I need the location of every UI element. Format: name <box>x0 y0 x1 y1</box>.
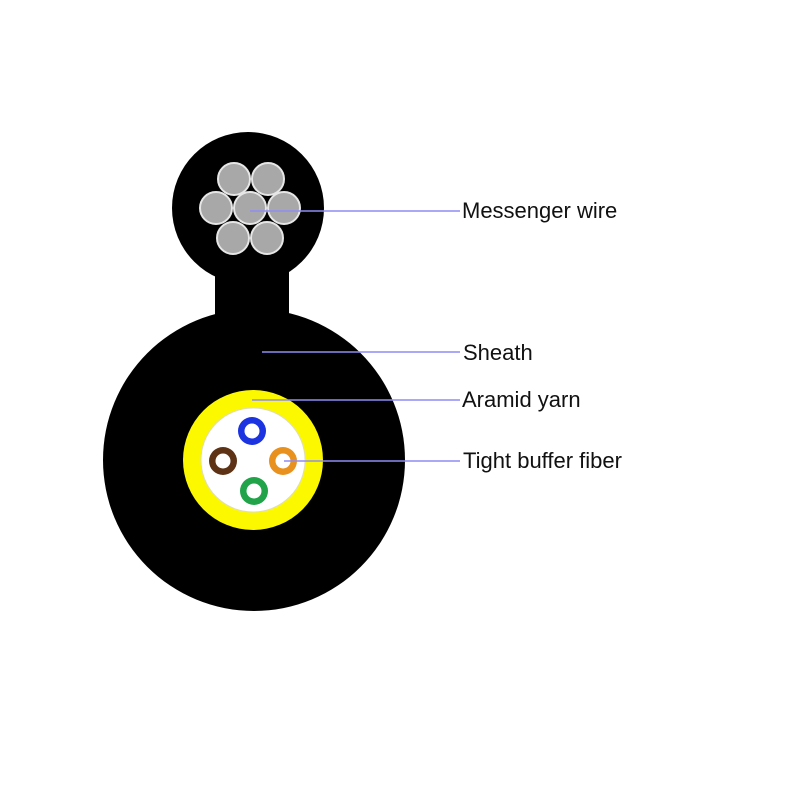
fiber-orange <box>269 447 297 475</box>
fiber-brown <box>209 447 237 475</box>
label-tight-buffer-fiber: Tight buffer fiber <box>463 448 622 473</box>
fiber-green <box>240 477 268 505</box>
messenger-strand <box>216 221 250 255</box>
messenger-strand <box>199 191 233 225</box>
messenger-strand <box>233 191 267 225</box>
messenger-strand <box>217 162 251 196</box>
inner-tube <box>200 407 306 513</box>
messenger-strand <box>267 191 301 225</box>
messenger-wire <box>199 162 301 255</box>
label-sheath: Sheath <box>463 340 533 365</box>
fiber-blue <box>238 417 266 445</box>
tight-buffer-fibers <box>209 417 297 505</box>
label-messenger-wire: Messenger wire <box>462 198 618 223</box>
leader-lines <box>250 210 460 462</box>
label-aramid-yarn: Aramid yarn <box>462 387 581 412</box>
messenger-strand <box>251 162 285 196</box>
messenger-strand <box>250 221 284 255</box>
